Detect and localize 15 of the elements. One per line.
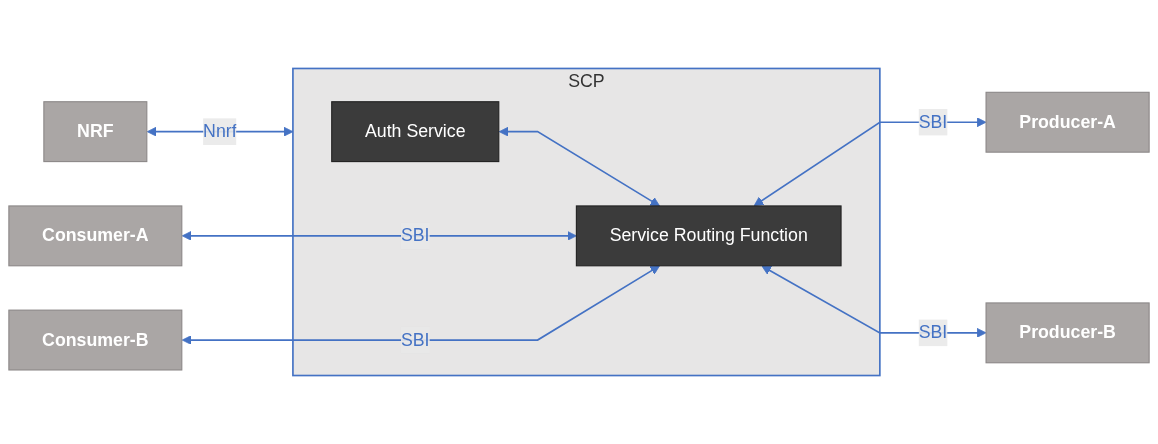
node-box: Service Routing Function [575, 205, 842, 267]
node-box: Auth Service [331, 101, 500, 163]
node-box: NRF [43, 101, 148, 163]
node-box: Producer-A [985, 91, 1150, 153]
arrow [181, 265, 660, 345]
arrow [498, 126, 660, 207]
edge-label: SBI [918, 112, 948, 132]
edge-label: Nnrf [203, 121, 237, 141]
node-box: Consumer-B [8, 309, 183, 371]
arrow [181, 231, 577, 241]
edge-label: SBI [400, 225, 430, 245]
edge-label: SBI [918, 322, 948, 342]
node-box: Consumer-A [8, 205, 183, 267]
node-box: Producer-B [985, 302, 1150, 364]
edge-label: SBI [400, 330, 430, 349]
